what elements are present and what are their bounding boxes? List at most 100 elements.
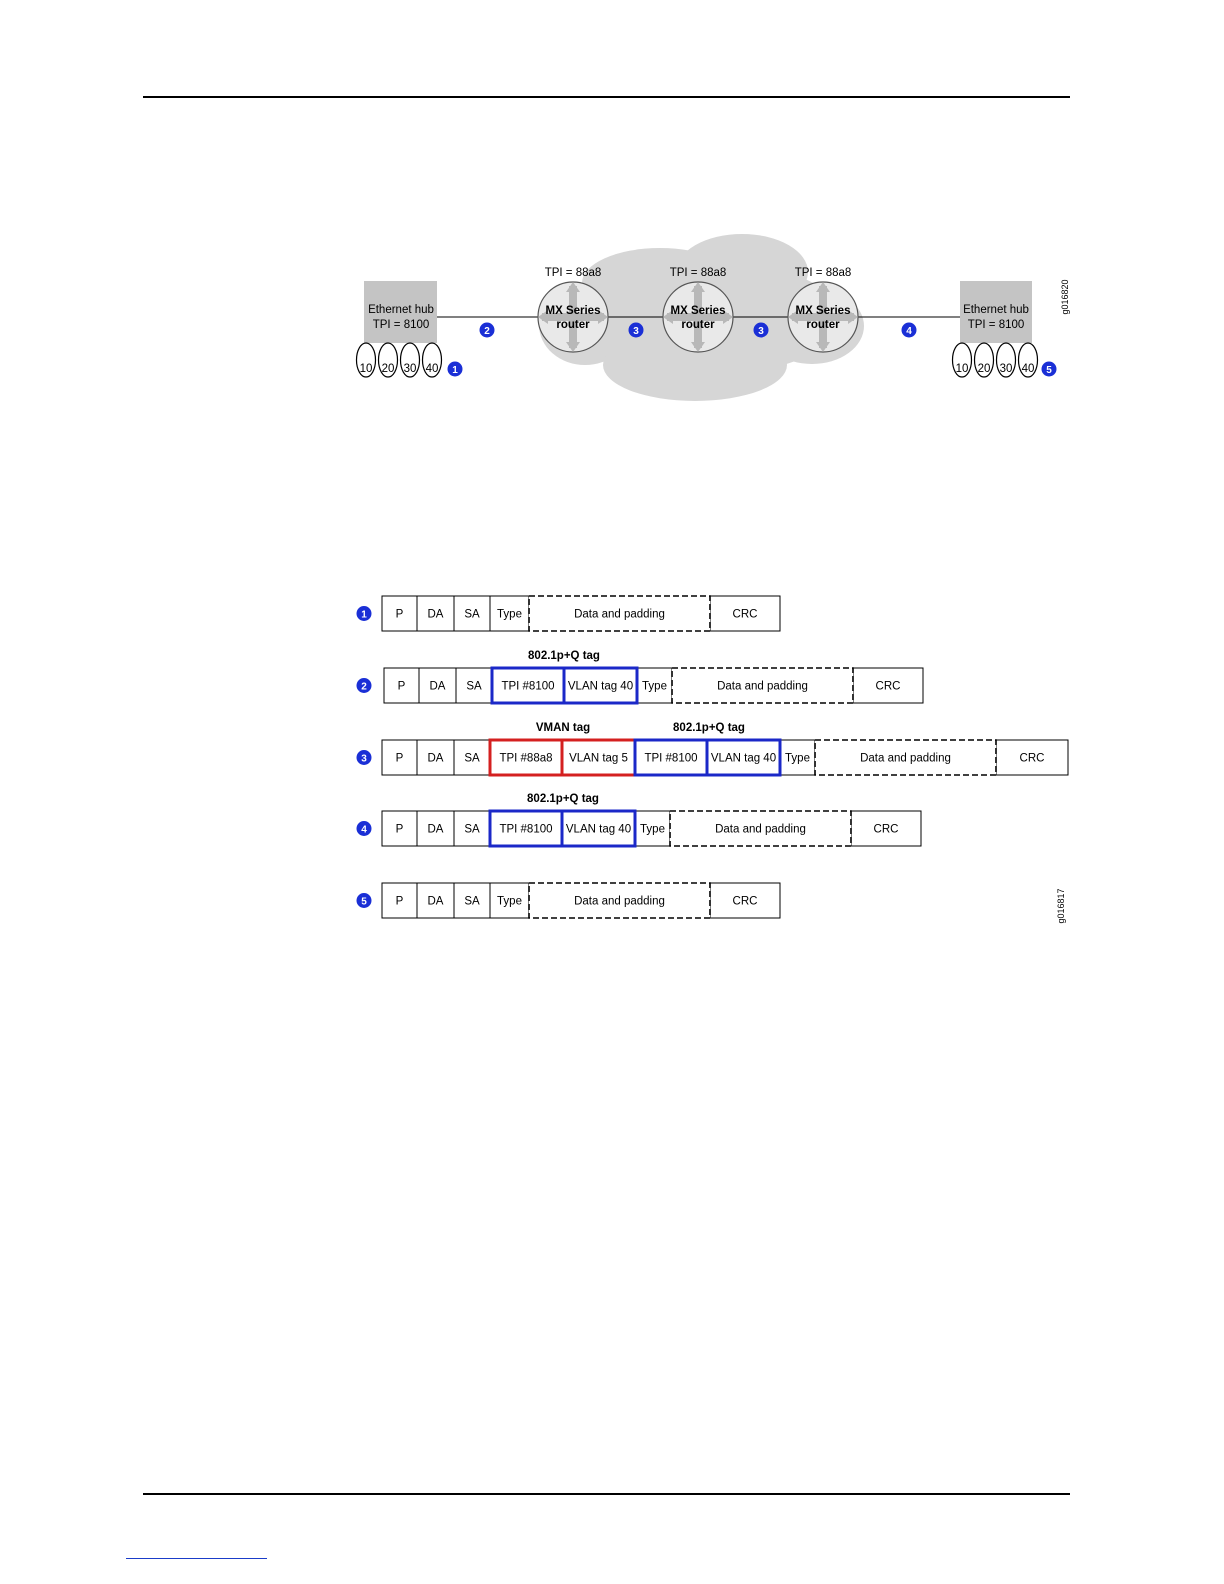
frame-field <box>416 739 455 776</box>
frame-field <box>636 667 673 704</box>
footer-rule <box>143 1493 1070 1495</box>
frame-field <box>416 810 455 847</box>
hub-right-tpi: TPI = 8100 <box>968 319 1025 331</box>
frame-marker-icon: 5 <box>356 893 372 908</box>
frame-field-label: Type <box>785 753 810 765</box>
tag-caption: 802.1p+Q tag <box>673 722 745 734</box>
router-2: TPI = 88a8 MX Series router <box>662 267 734 353</box>
marker-number: 2 <box>361 682 367 693</box>
ethernet-hub-left: Ethernet hub TPI = 8100 <box>364 281 437 343</box>
frame-field-label: P <box>398 681 406 693</box>
frame-field-label: DA <box>428 753 444 765</box>
frame-field-label: CRC <box>1020 753 1045 765</box>
marker-1-icon: 1 <box>447 361 463 377</box>
frame-field-label: TPI #88a8 <box>499 753 552 765</box>
router-tpi-label: TPI = 88a8 <box>670 267 727 279</box>
hub-left-port-label: 20 <box>382 363 395 375</box>
frame-field <box>383 667 420 704</box>
frame-field <box>416 882 455 919</box>
router-tpi-label: TPI = 88a8 <box>795 267 852 279</box>
frame-field-label: SA <box>466 681 482 693</box>
frame-field-label: CRC <box>874 824 899 836</box>
hub-right-ports: 10 20 30 40 <box>951 342 1039 378</box>
frame-field <box>416 595 455 632</box>
frame-field-vlan-tag <box>562 666 639 705</box>
marker-number: 4 <box>906 326 912 337</box>
frame-field-payload <box>669 810 852 847</box>
hub-left-tpi: TPI = 8100 <box>373 319 430 331</box>
hub-right-port-label: 10 <box>956 363 969 375</box>
frame-field-payload <box>528 595 711 632</box>
header-rule <box>143 96 1070 98</box>
frame-field-vman-tag <box>488 738 564 777</box>
frame-marker-icon: 4 <box>356 821 372 836</box>
router-name: MX Series <box>671 305 726 317</box>
hub-left-port-label: 10 <box>360 363 373 375</box>
tag-caption: VMAN tag <box>536 722 590 734</box>
frame-field-payload <box>814 739 997 776</box>
hub-left-port-label: 30 <box>404 363 417 375</box>
hub-left-port-label: 40 <box>426 363 439 375</box>
marker-number: 5 <box>1046 365 1052 376</box>
frame-field <box>381 739 418 776</box>
frame-field-label: Data and padding <box>717 681 808 693</box>
frame-field <box>995 739 1069 776</box>
tag-caption: 802.1p+Q tag <box>527 793 599 805</box>
marker-3-icon: 3 <box>628 322 644 338</box>
marker-4-icon: 4 <box>901 322 917 338</box>
frame-field <box>453 882 491 919</box>
ethernet-hub-right: Ethernet hub TPI = 8100 <box>960 281 1032 343</box>
frame-field-vlan-tag <box>488 809 564 848</box>
marker-5-icon: 5 <box>1041 361 1057 377</box>
frame-field-vlan-tag <box>560 809 637 848</box>
marker-number: 1 <box>361 610 367 621</box>
router-type: router <box>556 319 590 331</box>
frame-field <box>709 595 781 632</box>
router-arrows-icon <box>663 282 733 352</box>
frame-marker-icon: 2 <box>356 678 372 693</box>
frame-field-label: VLAN tag 40 <box>566 824 631 836</box>
frame-field-label: SA <box>464 753 480 765</box>
hub-right-port-label: 30 <box>1000 363 1013 375</box>
frame-field <box>489 595 530 632</box>
frame-field-label: Data and padding <box>860 753 951 765</box>
frame-field-label: TPI #8100 <box>501 681 554 693</box>
frame-field-label: VLAN tag 40 <box>711 753 776 765</box>
tag-caption: 802.1p+Q tag <box>528 650 600 662</box>
frame-field-label: DA <box>428 824 444 836</box>
frame-field-label: Type <box>497 896 522 908</box>
marker-number: 2 <box>484 326 490 337</box>
topology-figure-id: g016820 <box>1060 279 1070 314</box>
marker-number: 3 <box>633 326 639 337</box>
frame-field-label: DA <box>430 681 446 693</box>
footer-link-underline <box>126 1558 267 1559</box>
marker-number: 3 <box>758 326 764 337</box>
frame-marker-icon: 1 <box>356 606 372 621</box>
router-name: MX Series <box>546 305 601 317</box>
router-type: router <box>681 319 715 331</box>
frames-figure-id: g016817 <box>1056 888 1066 923</box>
frame-field-label: Type <box>642 681 667 693</box>
router-arrows-icon <box>538 282 608 352</box>
frame-field <box>453 739 491 776</box>
frame-field-label: DA <box>428 609 444 621</box>
frame-field <box>453 810 491 847</box>
frame-field-payload <box>528 882 711 919</box>
router-type: router <box>806 319 840 331</box>
router-name: MX Series <box>796 305 851 317</box>
frame-field <box>709 882 781 919</box>
frame-field-label: CRC <box>733 896 758 908</box>
marker-number: 5 <box>361 897 367 908</box>
router-3: TPI = 88a8 MX Series router <box>787 267 859 353</box>
frame-field-label: CRC <box>733 609 758 621</box>
hub-right-port-label: 20 <box>978 363 991 375</box>
marker-3-icon: 3 <box>753 322 769 338</box>
frame-field <box>381 595 418 632</box>
frame-field <box>634 810 671 847</box>
frame-field-label: CRC <box>876 681 901 693</box>
hub-right-port-label: 40 <box>1022 363 1035 375</box>
